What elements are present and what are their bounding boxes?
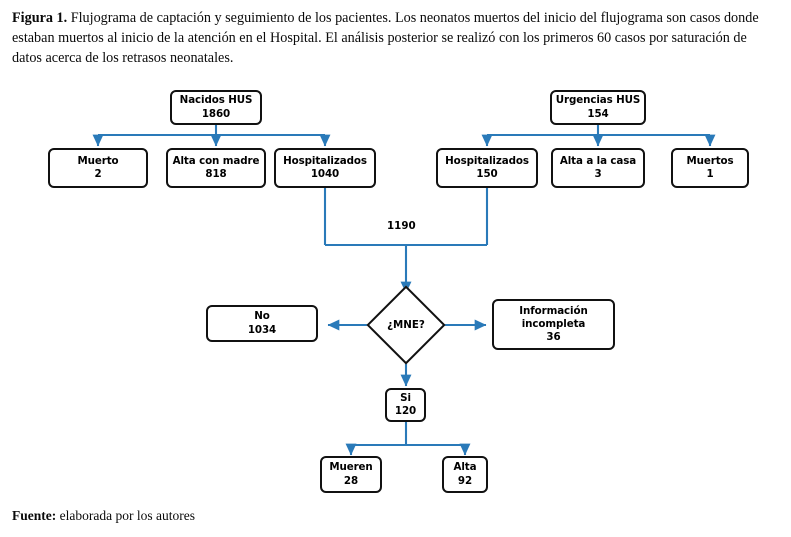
node-hospitalizados-urgencias-label: Hospitalizados: [445, 154, 529, 167]
node-no[interactable]: No 1034: [206, 305, 318, 342]
node-muertos-value: 1: [706, 168, 714, 180]
node-alta-con-madre-label: Alta con madre: [172, 154, 260, 167]
figure-source-lead: Fuente:: [12, 508, 57, 523]
node-hospitalizados-nacidos[interactable]: Hospitalizados 1040: [274, 148, 376, 188]
node-muerto[interactable]: Muerto 2: [48, 148, 148, 188]
node-alta-value: 92: [457, 474, 473, 487]
node-si[interactable]: Si 120: [385, 388, 426, 422]
node-alta-con-madre[interactable]: Alta con madre 818: [166, 148, 266, 188]
node-alta[interactable]: Alta 92: [442, 456, 488, 493]
node-urgencias-hus-label: Urgencias HUS: [555, 94, 641, 107]
node-nacidos-hus-label: Nacidos HUS: [179, 94, 253, 107]
node-muertos[interactable]: Muertos 1: [671, 148, 749, 188]
node-mueren-value: 28: [343, 474, 359, 487]
node-muertos-label: Muertos: [686, 154, 734, 167]
node-urgencias-hus-value: 154: [587, 107, 609, 120]
figure-source: Fuente: elaborada por los autores: [12, 508, 195, 524]
node-mne-decision-label: ¿MNE?: [387, 319, 425, 331]
figure-caption: Figura 1. Flujograma de captación y segu…: [12, 8, 778, 68]
node-alta-a-la-casa-value: 3: [594, 168, 602, 180]
node-informacion-incompleta-value: 36: [546, 331, 561, 344]
node-muerto-label: Muerto: [77, 154, 119, 167]
figure-caption-lead: Figura 1.: [12, 10, 68, 26]
node-nacidos-hus[interactable]: Nacidos HUS 1860: [170, 90, 262, 125]
node-informacion-incompleta[interactable]: Información incompleta 36: [492, 299, 615, 350]
node-muerto-value: 2: [94, 168, 102, 180]
flowchart: Nacidos HUS 1860 Urgencias HUS 154 Muert…: [0, 78, 791, 503]
node-alta-con-madre-value: 818: [205, 168, 227, 180]
flowchart-connectors: [92, 125, 716, 456]
node-informacion-incompleta-label: Información incompleta: [519, 304, 588, 330]
node-hospitalizados-nacidos-label: Hospitalizados: [283, 154, 367, 167]
node-alta-a-la-casa-label: Alta a la casa: [559, 154, 637, 167]
node-hospitalizados-urgencias-value: 150: [476, 168, 498, 180]
figure-source-text: elaborada por los autores: [56, 508, 195, 523]
node-si-label: Si: [400, 391, 411, 404]
node-no-label: No: [254, 310, 270, 323]
node-mueren-label: Mueren: [329, 461, 373, 474]
edge-label-1190: 1190: [387, 220, 416, 232]
node-alta-a-la-casa[interactable]: Alta a la casa 3: [551, 148, 645, 188]
node-hospitalizados-urgencias[interactable]: Hospitalizados 150: [436, 148, 538, 188]
node-urgencias-hus[interactable]: Urgencias HUS 154: [550, 90, 646, 125]
node-si-value: 120: [394, 405, 417, 417]
node-hospitalizados-nacidos-value: 1040: [310, 168, 340, 180]
figure-caption-text: Flujograma de captación y seguimiento de…: [12, 10, 759, 67]
node-alta-label: Alta: [453, 461, 477, 474]
node-no-value: 1034: [247, 323, 277, 336]
node-nacidos-hus-value: 1860: [201, 107, 231, 120]
node-mueren[interactable]: Mueren 28: [320, 456, 382, 493]
